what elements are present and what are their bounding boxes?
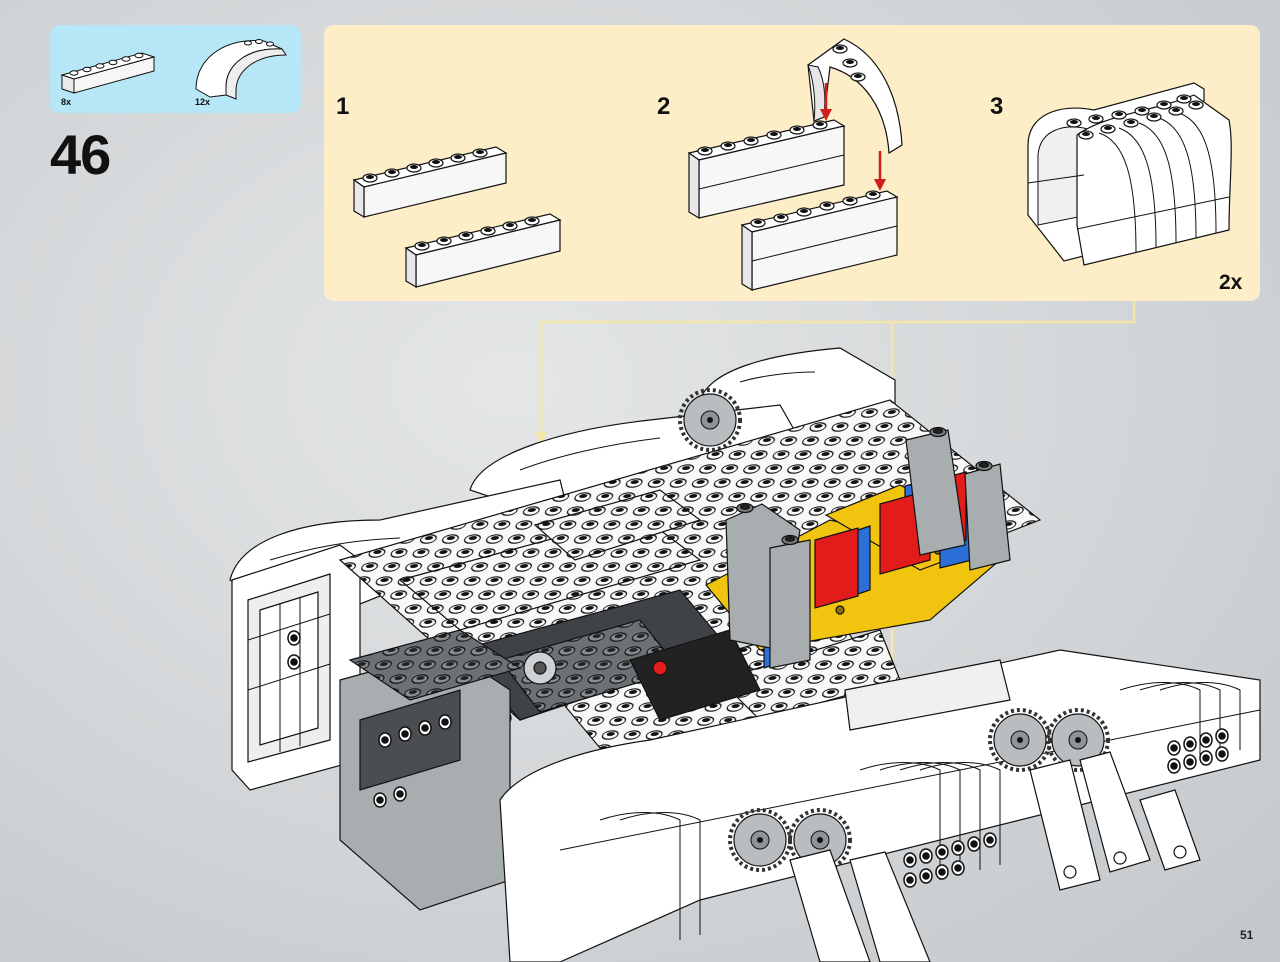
- arch-piece: [807, 38, 903, 155]
- brick-stack-upper: [687, 119, 846, 220]
- parts-list-illustration: [60, 39, 287, 100]
- brick-1x6-icon: [60, 52, 156, 94]
- brick-1x6: [352, 146, 508, 219]
- liftarm-legs: [789, 751, 1201, 962]
- sub-step-label-2: 2: [657, 93, 671, 120]
- parts-quantity-brick: 8x: [61, 97, 72, 107]
- sub-step-label-1: 1: [336, 93, 350, 120]
- sub-assembly-panel: 1 2 3 2x: [324, 25, 1260, 301]
- page-number: 51: [1240, 928, 1254, 942]
- left-end-block: [231, 544, 361, 791]
- parts-list: 8x 12x: [50, 25, 301, 113]
- sub-assembly-multiplier: 2x: [1219, 271, 1243, 294]
- brick-1x6: [404, 213, 562, 289]
- sub-step-2-assembly: [687, 38, 903, 292]
- brick-stack-lower: [740, 190, 899, 292]
- arch-icon: [195, 39, 287, 100]
- sub-step-label-3: 3: [990, 93, 1004, 120]
- red-arrow-icon: [874, 151, 886, 191]
- parts-quantity-arch: 12x: [195, 97, 211, 107]
- technic-frame: [705, 426, 1011, 669]
- left-gray-frame: [339, 629, 522, 911]
- sub-step-1-bricks: [352, 146, 562, 289]
- sub-step-3-arches: [1027, 82, 1232, 266]
- red-arrow-icon: [820, 83, 832, 121]
- step-number: 46: [50, 123, 111, 186]
- sub-assembly-illustration: [352, 38, 1232, 292]
